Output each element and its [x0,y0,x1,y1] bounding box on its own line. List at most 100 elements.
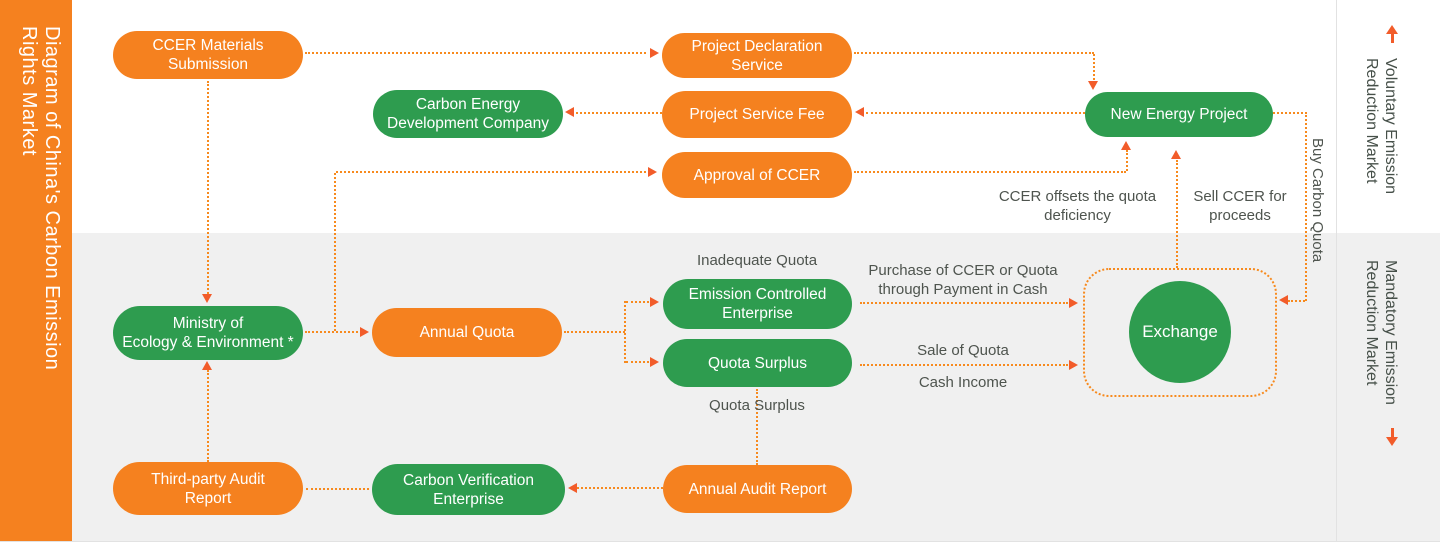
arrow-stem [1390,34,1394,43]
edge-approval-to-newenergy-arrow [1121,141,1131,150]
edge-exchange-to-newenergy-line [1176,160,1178,268]
arrow-tip [1386,25,1398,34]
edge-quota-branch-vline [624,301,626,363]
label-text: Reduction Market [1363,58,1380,184]
node-text: Annual Audit Report [688,480,827,498]
label-text: proceeds [1209,206,1271,224]
label-text: deficiency [1044,206,1111,224]
label-text: Purchase of CCER or Quota [868,262,1058,279]
edge-materials-to-declaration-arrow [650,48,659,58]
node-text: New Energy Project [1110,106,1248,123]
edge-emission-to-exchange-arrow [1069,298,1078,308]
edge-approval-to-newenergy-vline [1126,150,1128,171]
edge-ministry-to-approval-vline [334,173,336,331]
node-text: CCER Materials [152,37,264,54]
label-sell-ccer: Sell CCER for proceeds [1185,188,1295,225]
edge-buyquota-hline-top [1273,112,1307,114]
bottom-border-line [0,541,1440,542]
node-annual-quota: Annual Quota [372,308,562,357]
edge-ministry-to-approval-arrow [648,167,657,177]
edge-quota-to-surplus-line [626,361,649,363]
edge-newenergy-to-servicefee-arrow [855,107,864,117]
edge-quota-branch-stem [564,331,625,333]
node-text: Annual Quota [419,324,515,341]
edge-materials-to-declaration-line [305,52,646,54]
node-text: Ecology & Environment * [122,334,294,351]
node-text: Carbon Verification [403,471,534,489]
edge-surplus-to-exchange-line [860,364,1068,366]
edge-declaration-to-newenergy-arrow [1088,81,1098,90]
edge-newenergy-to-servicefee-line [866,112,1085,114]
node-text: Enterprise [433,490,504,508]
arrow-stem [1390,428,1394,437]
edge-ministry-to-quota-line [305,331,358,333]
edge-declaration-to-newenergy-vline [1093,54,1095,80]
node-quota-surplus: Quota Surplus [663,339,852,387]
node-carbon-verification-enterprise: Carbon Verification Enterprise [372,464,565,515]
label-purchase-of-ccer: Purchase of CCER or Quota through Paymen… [855,262,1071,299]
mandatory-down-arrow-icon [1386,428,1398,446]
diagram-title: Diagram of China's Carbon Emission Right… [17,26,63,370]
label-text: Mandatory Emission [1382,260,1399,405]
node-annual-audit-report: Annual Audit Report [663,465,852,513]
edge-quota-to-surplus-arrow [650,357,659,367]
edge-buyquota-hline-bottom [1288,300,1305,302]
diagram-title-line1: Diagram of China's Carbon Emission [41,26,63,371]
node-text: Emission Controlled [688,286,827,303]
node-text: Ministry of [172,315,244,332]
node-carbon-energy-development-company: Carbon Energy Development Company [373,90,563,138]
label-text: Sell CCER for [1193,188,1287,205]
edge-buyquota-vline [1305,112,1307,301]
edge-surplus-to-exchange-arrow [1069,360,1078,370]
voluntary-up-arrow-icon [1386,25,1398,43]
node-emission-controlled-enterprise: Emission Controlled Enterprise [663,279,852,329]
label-text: through Payment in Cash [878,280,1048,298]
edge-audit-to-verification-line [577,487,663,489]
edge-buyquota-arrow [1279,295,1288,305]
label-voluntary-market: Voluntary Emission Reduction Market [1362,58,1400,208]
edge-declaration-to-newenergy-hline [854,52,1094,54]
node-ccer-materials-submission: CCER Materials Submission [113,31,303,79]
arrow-tip [1386,437,1398,446]
label-text: Voluntary Emission [1382,58,1399,195]
edge-surplus-to-audit-line [756,389,758,465]
label-text: CCER offsets the quota [998,188,1157,205]
node-text: Project Service Fee [689,106,825,123]
edge-materials-to-ministry-arrow [202,294,212,303]
node-text: Submission [167,56,249,73]
edge-approval-to-newenergy-hline [854,171,1126,173]
edge-audit-to-verification-arrow [568,483,577,493]
label-sale-of-quota: Sale of Quota [917,342,1009,359]
label-inadequate-quota: Inadequate Quota [696,252,818,269]
node-exchange: Exchange [1129,281,1231,383]
edge-ministry-to-quota-arrow [360,327,369,337]
label-buy-carbon-quota: Buy Carbon Quota [1309,138,1326,263]
exchange-dotted-boundary [1083,268,1277,397]
diagram-title-line2: Rights Market [18,26,40,156]
edge-ministry-to-approval-hline [336,171,646,173]
node-project-declaration-service: Project Declaration Service [662,33,852,78]
node-text: Quota Surplus [707,354,808,372]
edge-verification-to-thirdparty-line [306,488,369,490]
edge-emission-to-exchange-line [860,302,1068,304]
node-text: Report [184,489,232,507]
node-text: Third-party Audit [151,470,265,488]
node-text: Approval of CCER [693,166,821,184]
edge-exchange-to-newenergy-arrow [1171,150,1181,159]
edge-materials-to-ministry-line [207,81,209,294]
label-text: Reduction Market [1363,260,1380,386]
node-new-energy-project: New Energy Project [1085,92,1273,137]
edge-quota-to-emission-arrow [650,297,659,307]
label-mandatory-market: Mandatory Emission Reduction Market [1362,260,1400,420]
node-third-party-audit-report: Third-party Audit Report [113,462,303,515]
edge-servicefee-to-carbonenergy-arrow [565,107,574,117]
label-ccer-offsets: CCER offsets the quota deficiency [985,188,1170,225]
right-panel-divider [1336,0,1337,541]
node-project-service-fee: Project Service Fee [662,91,852,138]
edge-thirdparty-to-ministry-arrow [202,361,212,370]
edge-thirdparty-to-ministry-line [207,370,209,462]
node-ministry-ecology-environment: Ministry of Ecology & Environment * [113,306,303,360]
node-text: Exchange [1142,322,1218,341]
node-text: Service [731,56,783,74]
